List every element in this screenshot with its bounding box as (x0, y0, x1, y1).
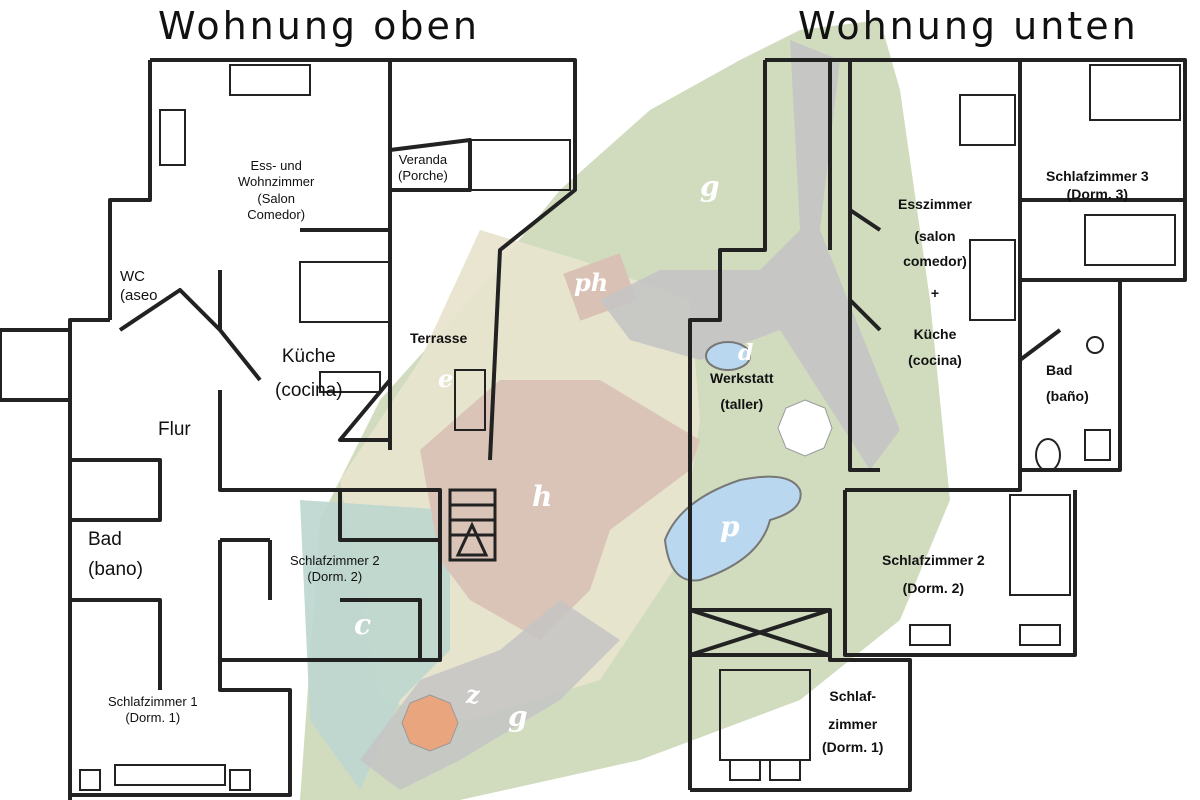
zone-letter-e: e (438, 364, 454, 393)
zone-letter-z: z (466, 680, 480, 709)
room-label-schlafzimmer-1-upper: Schlafzimmer 1 (Dorm. 1) (108, 694, 198, 726)
upper-apartment-title: Wohnung oben (158, 4, 480, 48)
zone-c-area (300, 500, 450, 790)
path-area (600, 40, 900, 470)
room-label-esszimmer-kueche: Esszimmer (salon comedor) + Küche (cocin… (898, 196, 972, 368)
lower-furniture (719, 64, 1181, 781)
zone-letter-p: p (720, 510, 740, 543)
room-label-bad: Bad (bano) (88, 529, 143, 580)
zone-letter-ph: ph (574, 268, 609, 297)
zone-letter-d: d (738, 340, 754, 366)
lower-apartment-title: Wohnung unten (798, 4, 1139, 48)
lower-apartment-walls (688, 58, 1187, 792)
white-umbrella (777, 399, 833, 457)
zone-letter-g-top: g (700, 170, 720, 203)
room-label-schlafzimmer-2-lower: Schlafzimmer 2 (Dorm. 2) (882, 552, 985, 596)
room-label-schlafzimmer-1-lower: Schlaf- zimmer (Dorm. 1) (822, 688, 884, 755)
room-label-terrasse: Terrasse (410, 330, 468, 346)
stairs-center (448, 488, 497, 562)
pool (663, 475, 802, 582)
upper-apartment-walls (0, 58, 577, 800)
pond (705, 341, 751, 371)
room-label-schlafzimmer-3: Schlafzimmer 3 (Dorm. 3) (1046, 168, 1149, 202)
garden-overlay (300, 20, 950, 800)
zone-letter-c: c (354, 608, 372, 641)
room-label-schlafzimmer-2-upper: Schlafzimmer 2 (Dorm. 2) (290, 553, 380, 585)
room-label-veranda: Veranda (Porche) (398, 152, 448, 184)
zone-letter-h: h (532, 480, 553, 513)
room-label-flur: Flur (158, 419, 191, 440)
room-label-bad-lower: Bad (baño) (1046, 362, 1089, 404)
upper-furniture (79, 64, 571, 791)
room-label-wc: WC (aseo (120, 268, 158, 304)
orange-umbrella (401, 694, 459, 752)
room-label-kueche: Küche (cocina) (275, 346, 343, 401)
room-label-werkstatt: Werkstatt (taller) (710, 370, 774, 412)
room-label-ess-wohnzimmer: Ess- und Wohnzimmer (Salon Comedor) (238, 158, 315, 222)
zone-letter-g-bottom: g (508, 700, 528, 733)
